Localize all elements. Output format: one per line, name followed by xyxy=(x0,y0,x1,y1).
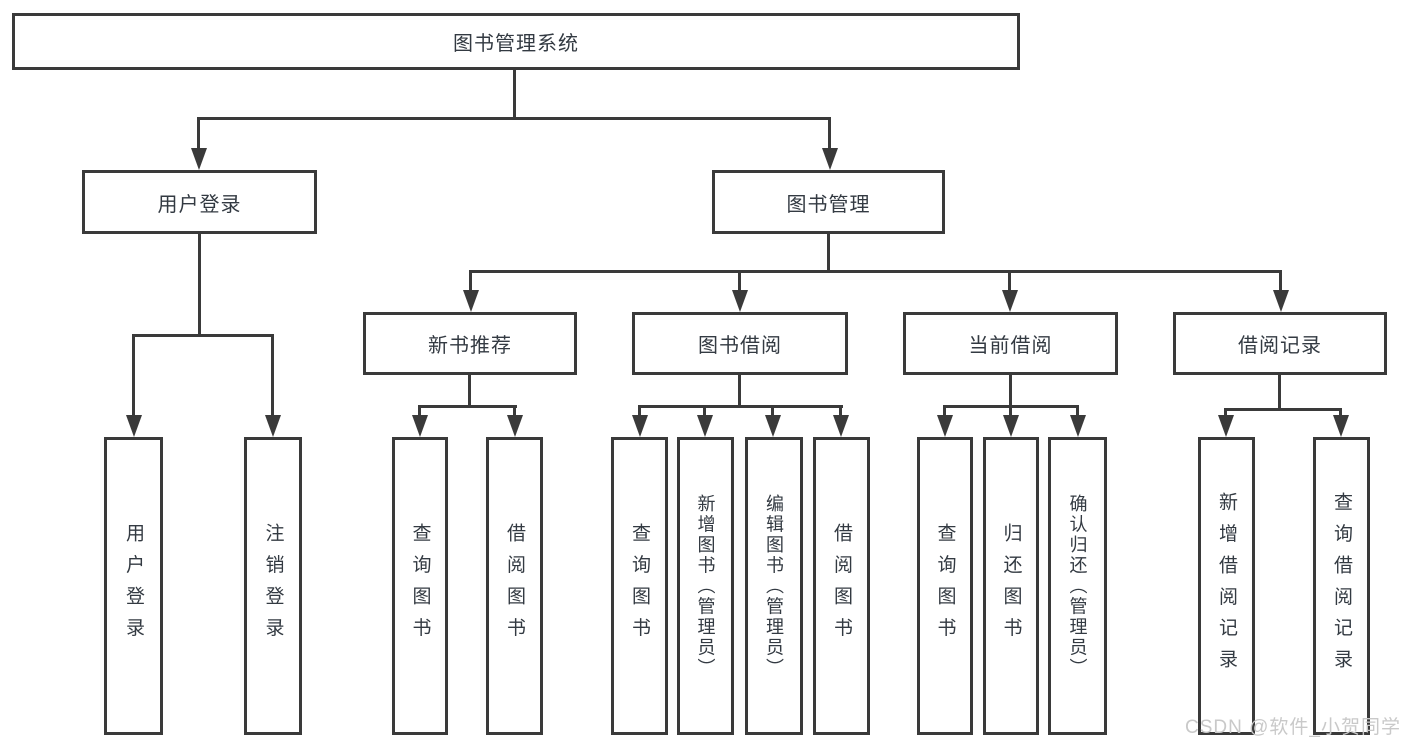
connector-line xyxy=(271,334,274,415)
arrowhead-down-icon xyxy=(411,415,428,437)
arrowhead-down-icon xyxy=(1217,415,1234,437)
leaf-add-books-admin: 新增图书（管理员） xyxy=(677,437,734,735)
arrowhead-down-icon xyxy=(264,415,281,437)
arrowhead-down-icon xyxy=(764,415,781,437)
node-new-book-recommendation: 新书推荐 xyxy=(363,312,577,375)
connector-line xyxy=(1009,375,1012,408)
connector-line xyxy=(1076,405,1079,417)
arrowhead-down-icon xyxy=(190,148,207,170)
connector-line xyxy=(839,405,842,417)
connector-line xyxy=(469,270,472,293)
arrowhead-down-icon xyxy=(731,290,748,312)
connector-line xyxy=(469,270,1282,273)
connector-line xyxy=(1224,408,1342,411)
leaf-edit-books-admin: 编辑图书（管理员） xyxy=(745,437,803,735)
arrowhead-down-icon xyxy=(506,415,523,437)
connector-line xyxy=(468,375,471,408)
node-current-borrowing: 当前借阅 xyxy=(903,312,1118,375)
node-borrowing-records: 借阅记录 xyxy=(1173,312,1387,375)
leaf-return-books: 归还图书 xyxy=(983,437,1039,735)
leaf-query-books-borrowing: 查询图书 xyxy=(611,437,668,735)
node-user-login: 用户登录 xyxy=(82,170,317,234)
connector-line xyxy=(197,117,831,120)
arrowhead-down-icon xyxy=(936,415,953,437)
node-book-management: 图书管理 xyxy=(712,170,945,234)
connector-line xyxy=(1339,408,1342,417)
connector-line xyxy=(1278,375,1281,411)
connector-line xyxy=(132,334,135,415)
leaf-query-borrow-record: 查询借阅记录 xyxy=(1313,437,1370,735)
arrowhead-down-icon xyxy=(821,148,838,170)
connector-line xyxy=(943,405,946,417)
connector-line xyxy=(738,375,741,408)
leaf-logout: 注销登录 xyxy=(244,437,302,735)
arrowhead-down-icon xyxy=(1272,290,1289,312)
leaf-query-books-current: 查询图书 xyxy=(917,437,973,735)
leaf-borrow-books-borrowing: 借阅图书 xyxy=(813,437,870,735)
arrowhead-down-icon xyxy=(631,415,648,437)
arrowhead-down-icon xyxy=(462,290,479,312)
connector-line xyxy=(827,234,830,273)
leaf-borrow-books-recommend: 借阅图书 xyxy=(486,437,543,735)
connector-line xyxy=(513,405,516,417)
connector-line xyxy=(738,270,741,293)
arrowhead-down-icon xyxy=(832,415,849,437)
connector-line xyxy=(513,70,516,120)
arrowhead-down-icon xyxy=(1001,290,1018,312)
connector-line xyxy=(132,334,274,337)
leaf-query-books-recommend: 查询图书 xyxy=(392,437,448,735)
arrowhead-down-icon xyxy=(125,415,142,437)
connector-line xyxy=(1008,270,1011,293)
connector-line xyxy=(1009,405,1012,417)
connector-line xyxy=(638,405,843,408)
connector-line xyxy=(418,405,421,417)
connector-line xyxy=(1224,408,1227,417)
connector-line xyxy=(198,234,201,337)
leaf-confirm-return-admin: 确认归还（管理员） xyxy=(1048,437,1107,735)
leaf-user-login: 用户登录 xyxy=(104,437,163,735)
node-book-borrowing: 图书借阅 xyxy=(632,312,848,375)
arrowhead-down-icon xyxy=(1069,415,1086,437)
connector-line xyxy=(771,405,774,417)
watermark: CSDN @软件_小贺同学 xyxy=(1185,717,1401,738)
connector-line xyxy=(703,405,706,417)
connector-line xyxy=(418,405,517,408)
leaf-add-borrow-record: 新增借阅记录 xyxy=(1198,437,1255,735)
arrowhead-down-icon xyxy=(696,415,713,437)
node-root-library-system: 图书管理系统 xyxy=(12,13,1020,70)
connector-line xyxy=(197,117,200,151)
arrowhead-down-icon xyxy=(1002,415,1019,437)
connector-line xyxy=(638,405,641,417)
connector-line xyxy=(828,117,831,151)
arrowhead-down-icon xyxy=(1332,415,1349,437)
connector-line xyxy=(1279,270,1282,293)
